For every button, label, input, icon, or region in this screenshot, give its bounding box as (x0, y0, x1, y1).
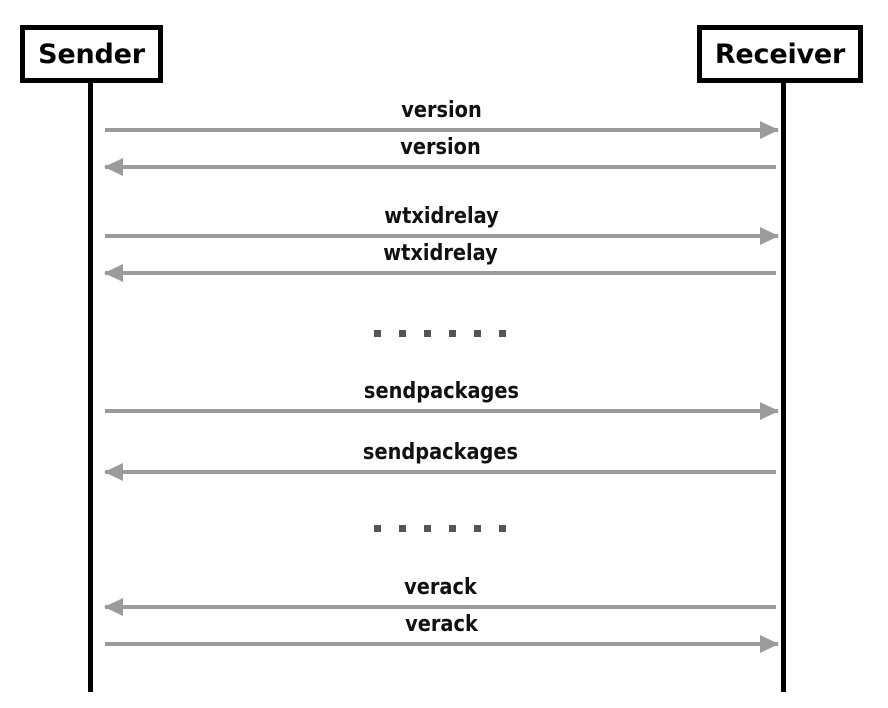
ellipsis-separator (0, 328, 888, 338)
ellipsis-dot (449, 329, 456, 337)
message-label: verack (404, 575, 477, 600)
ellipsis-dot (424, 329, 431, 337)
ellipsis-dot (499, 329, 506, 337)
message-line (105, 234, 778, 238)
message-label: wtxidrelay (384, 204, 499, 229)
message-label: verack (405, 612, 478, 637)
ellipsis-separator (0, 523, 888, 533)
participant-label-receiver: Receiver (714, 38, 846, 70)
message-label: wtxidrelay (383, 241, 498, 266)
participant-box-receiver[interactable]: Receiver (697, 25, 863, 83)
message-label: sendpackages (362, 440, 519, 465)
message-label: version (401, 98, 482, 123)
ellipsis-dot (374, 329, 381, 337)
ellipsis-dot (399, 329, 406, 337)
arrowhead-left-icon (104, 158, 123, 176)
arrowhead-left-icon (104, 463, 123, 481)
arrowhead-right-icon (760, 402, 779, 420)
arrowhead-left-icon (104, 264, 123, 282)
message-label: sendpackages (363, 379, 520, 404)
ellipsis-dot (449, 524, 456, 532)
participant-label-sender: Sender (38, 38, 145, 70)
message-line (105, 605, 776, 609)
ellipsis-dot (474, 329, 481, 337)
message-label: version (400, 135, 481, 160)
ellipsis-dot (399, 524, 406, 532)
message-line (105, 165, 776, 169)
ellipsis-dot (474, 524, 481, 532)
ellipsis-dot (499, 524, 506, 532)
lifeline-receiver (781, 83, 786, 692)
participant-box-sender[interactable]: Sender (20, 25, 163, 83)
message-line (105, 470, 776, 474)
message-line (105, 409, 778, 413)
arrowhead-right-icon (760, 635, 779, 653)
arrowhead-right-icon (760, 121, 779, 139)
lifeline-sender (88, 83, 93, 692)
ellipsis-dot (374, 524, 381, 532)
message-line (105, 271, 776, 275)
message-line (105, 642, 778, 646)
ellipsis-dot (424, 524, 431, 532)
arrowhead-right-icon (760, 227, 779, 245)
message-line (105, 128, 778, 132)
arrowhead-left-icon (104, 598, 123, 616)
